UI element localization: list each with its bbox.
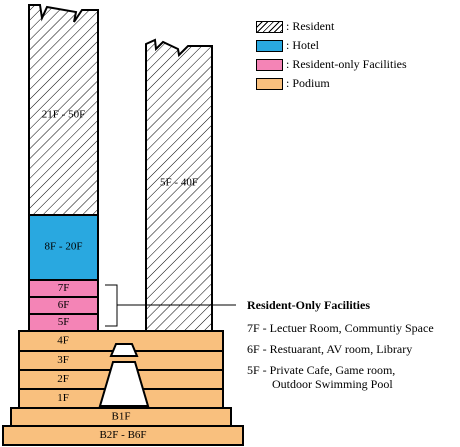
- facility-swatch: [256, 58, 283, 71]
- right-resident-label: 5F - 40F: [160, 177, 198, 189]
- podium-floor-b2f-b6f: [2, 425, 244, 446]
- legend-item-hotel: : Hotel: [256, 37, 407, 54]
- left-tower-hotel-zone: [28, 214, 99, 281]
- legend-label-resident: : Resident: [286, 19, 335, 33]
- podium-label-b2f-b6f: B2F - B6F: [99, 429, 146, 441]
- left-resident-label: 21F - 50F: [42, 109, 85, 121]
- podium-label-1f: 1F: [57, 392, 69, 404]
- facility-item-5f-text: 5F - Private Cafe, Game room,: [247, 363, 396, 377]
- facility-label-7f: 7F: [58, 282, 70, 294]
- legend: : Resident : Hotel : Resident-only Facil…: [256, 18, 407, 94]
- facilities-list: Resident-Only Facilities 7F - Lectuer Ro…: [247, 298, 459, 398]
- atrium-void-lower: [98, 361, 150, 407]
- hotel-swatch: [256, 39, 283, 52]
- legend-item-resident: : Resident: [256, 18, 407, 35]
- legend-item-facility: : Resident-only Facilities: [256, 56, 407, 73]
- facility-label-6f: 6F: [58, 299, 70, 311]
- podium-label-4f: 4F: [57, 335, 69, 347]
- facility-label-5f: 5F: [58, 316, 70, 328]
- facilities-bracket: [105, 284, 236, 327]
- left-tower: [28, 4, 99, 332]
- facility-item-7f-text: 7F - Lectuer Room, Communtiy Space: [247, 321, 434, 335]
- legend-item-podium: : Podium: [256, 75, 407, 92]
- facility-item-6f: 6F - Restuarant, AV room, Library: [247, 342, 459, 356]
- podium-label-b1f: B1F: [112, 411, 131, 423]
- podium-label-3f: 3F: [57, 354, 69, 366]
- facility-item-5f-text-cont: Outdoor Swimming Pool: [272, 377, 393, 391]
- podium-label-2f: 2F: [57, 373, 69, 385]
- facility-item-7f: 7F - Lectuer Room, Communtiy Space: [247, 321, 459, 335]
- atrium-void-upper: [109, 343, 139, 357]
- resident-swatch: [256, 20, 283, 33]
- podium-swatch: [256, 77, 283, 90]
- podium: [2, 330, 244, 446]
- hotel-label: 8F - 20F: [45, 241, 83, 253]
- legend-label-hotel: : Hotel: [286, 38, 319, 52]
- facility-item-5f: 5F - Private Cafe, Game room, Outdoor Sw…: [247, 363, 459, 391]
- legend-label-facility: : Resident-only Facilities: [286, 57, 407, 71]
- facilities-heading: Resident-Only Facilities: [247, 298, 370, 312]
- facility-item-6f-text: 6F - Restuarant, AV room, Library: [247, 342, 413, 356]
- legend-label-podium: : Podium: [286, 76, 330, 90]
